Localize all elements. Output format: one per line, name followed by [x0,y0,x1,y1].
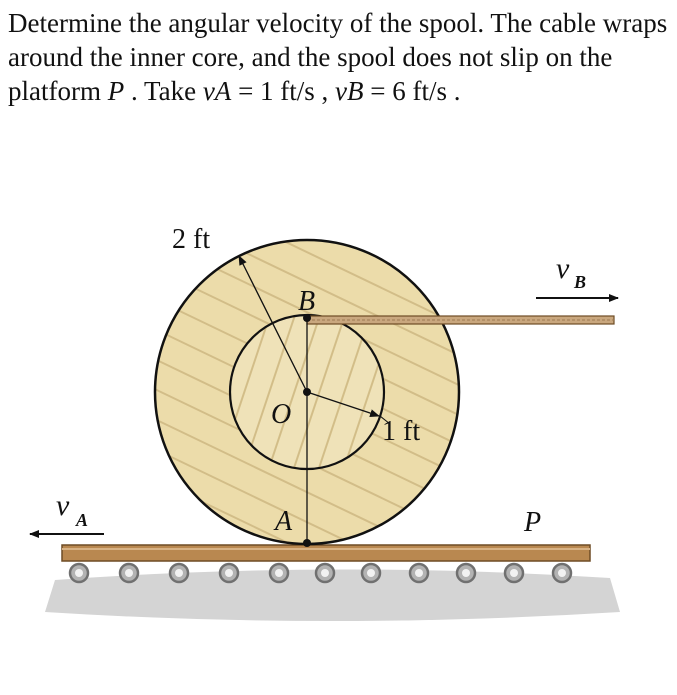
point-o-label: O [271,399,291,430]
velocity-a-subscript: A [75,510,88,530]
point-b-dot [303,314,311,322]
problem-text-part1: Determine the angular velocity of the sp… [8,8,668,106]
point-a-label: A [273,506,293,537]
point-b-label: B [298,286,315,317]
problem-statement: Determine the angular velocity of the sp… [8,6,673,108]
platform-label: P [523,507,541,538]
va-symbol: vA [202,76,232,106]
platform-symbol: P [107,76,125,106]
velocity-a-symbol: v [56,489,70,522]
velocity-b-subscript: B [573,272,586,292]
outer-radius-label: 2 ft [172,224,210,255]
vb-symbol: vB [335,76,364,106]
point-o-dot [303,388,311,396]
platform [61,544,591,562]
velocity-b-symbol: v [556,252,570,285]
va-value: = 1 ft/s , [231,76,336,106]
point-a-dot [303,539,311,547]
ground [45,569,620,621]
cable [306,315,615,325]
inner-radius-leader [379,415,391,425]
outer-radius-line [238,255,308,393]
inner-radius-line [306,391,380,417]
vb-value: = 6 ft/s . [363,76,461,106]
problem-text-part2: . Take [124,76,203,106]
inner-radius-label: 1 ft [382,416,420,447]
rollers [68,562,573,584]
